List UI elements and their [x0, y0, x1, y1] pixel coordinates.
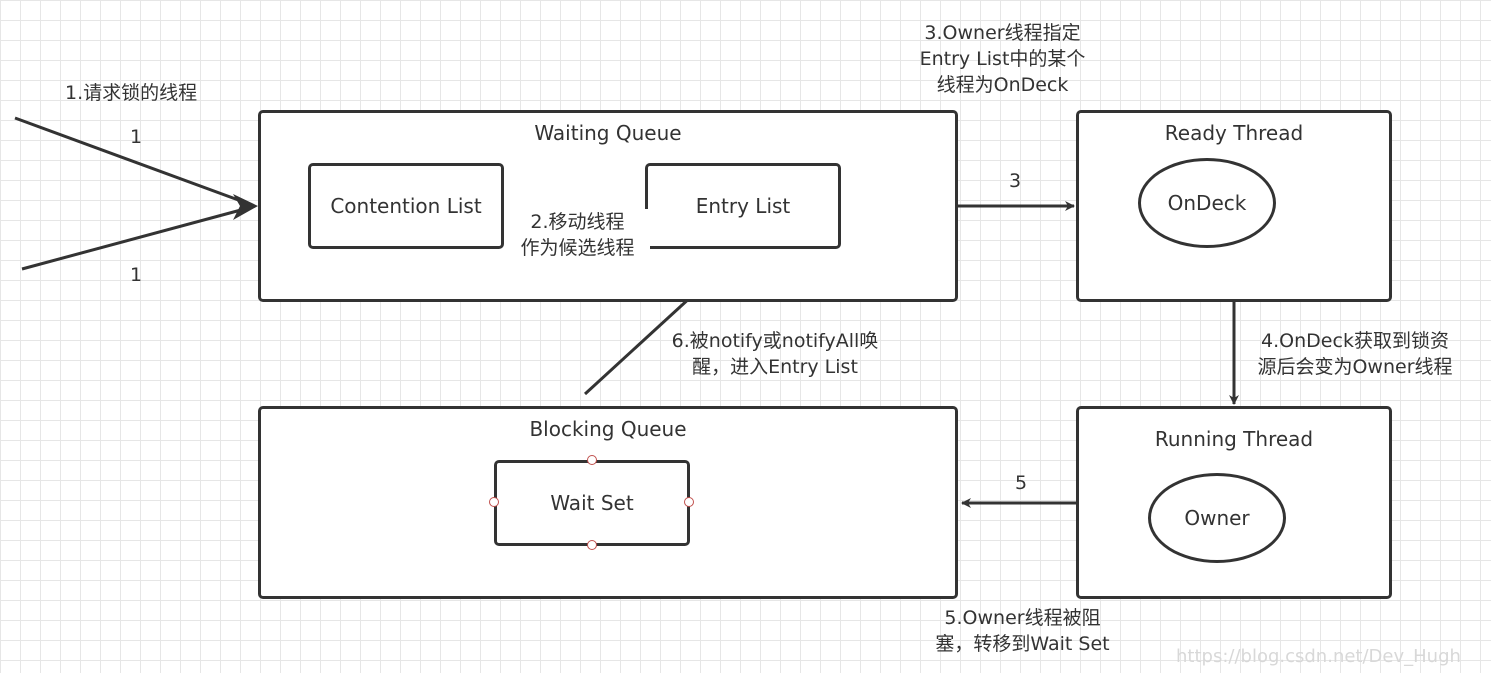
move-thread-label-line2: 作为候选线程: [520, 237, 635, 259]
request-arrowhead: [233, 194, 258, 220]
request-arrow-bottom: [21, 205, 253, 271]
step4-note-line2: 源后会变为Owner线程: [1257, 356, 1453, 378]
step5-arrow-label: 5: [1015, 472, 1028, 494]
selection-handle-right[interactable]: [684, 497, 694, 507]
step5-note: 5.Owner线程被阻 塞，转移到Wait Set: [915, 605, 1130, 657]
step5-note-line1: 5.Owner线程被阻: [944, 607, 1101, 629]
ondeck-ellipse[interactable]: OnDeck: [1138, 158, 1276, 248]
request-arrow-top: [14, 116, 253, 207]
step6-note: 6.被notify或notifyAll唤 醒，进入Entry List: [650, 328, 900, 380]
step4-note: 4.OnDeck获取到锁资 源后会变为Owner线程: [1240, 328, 1470, 380]
request-lock-label: 1.请求锁的线程: [65, 82, 198, 104]
owner-ellipse[interactable]: Owner: [1148, 473, 1286, 563]
selection-handle-top[interactable]: [587, 455, 597, 465]
move-thread-label-line1: 2.移动线程: [530, 211, 625, 233]
step3-note-line2: Entry List中的某个: [919, 48, 1086, 70]
wait-set-box[interactable]: Wait Set: [494, 460, 690, 546]
ready-thread-title: Ready Thread: [1164, 121, 1304, 145]
step3-note-line3: 线程为OnDeck: [936, 74, 1069, 96]
step6-note-line1: 6.被notify或notifyAll唤: [671, 330, 879, 352]
selection-handle-left[interactable]: [489, 497, 499, 507]
move-thread-label: 2.移动线程 作为候选线程: [505, 209, 650, 261]
step5-note-line2: 塞，转移到Wait Set: [935, 633, 1110, 655]
entry-list-box[interactable]: Entry List: [645, 163, 841, 249]
step3-note-line1: 3.Owner线程指定: [924, 22, 1081, 44]
running-thread-title: Running Thread: [1154, 427, 1314, 451]
contention-list-box[interactable]: Contention List: [308, 163, 504, 249]
watermark: https://blog.csdn.net/Dev_Hugh: [1176, 646, 1461, 667]
waiting-queue-title: Waiting Queue: [534, 121, 682, 145]
step3-arrow-label: 3: [1009, 170, 1022, 192]
step4-note-line1: 4.OnDeck获取到锁资: [1261, 330, 1449, 352]
selection-handle-bottom[interactable]: [587, 540, 597, 550]
step3-note: 3.Owner线程指定 Entry List中的某个 线程为OnDeck: [900, 20, 1105, 98]
step6-note-line2: 醒，进入Entry List: [692, 356, 858, 378]
blocking-queue-title: Blocking Queue: [529, 417, 687, 441]
arrow1-top-label: 1: [130, 126, 143, 148]
arrow1-bottom-label: 1: [130, 264, 143, 286]
